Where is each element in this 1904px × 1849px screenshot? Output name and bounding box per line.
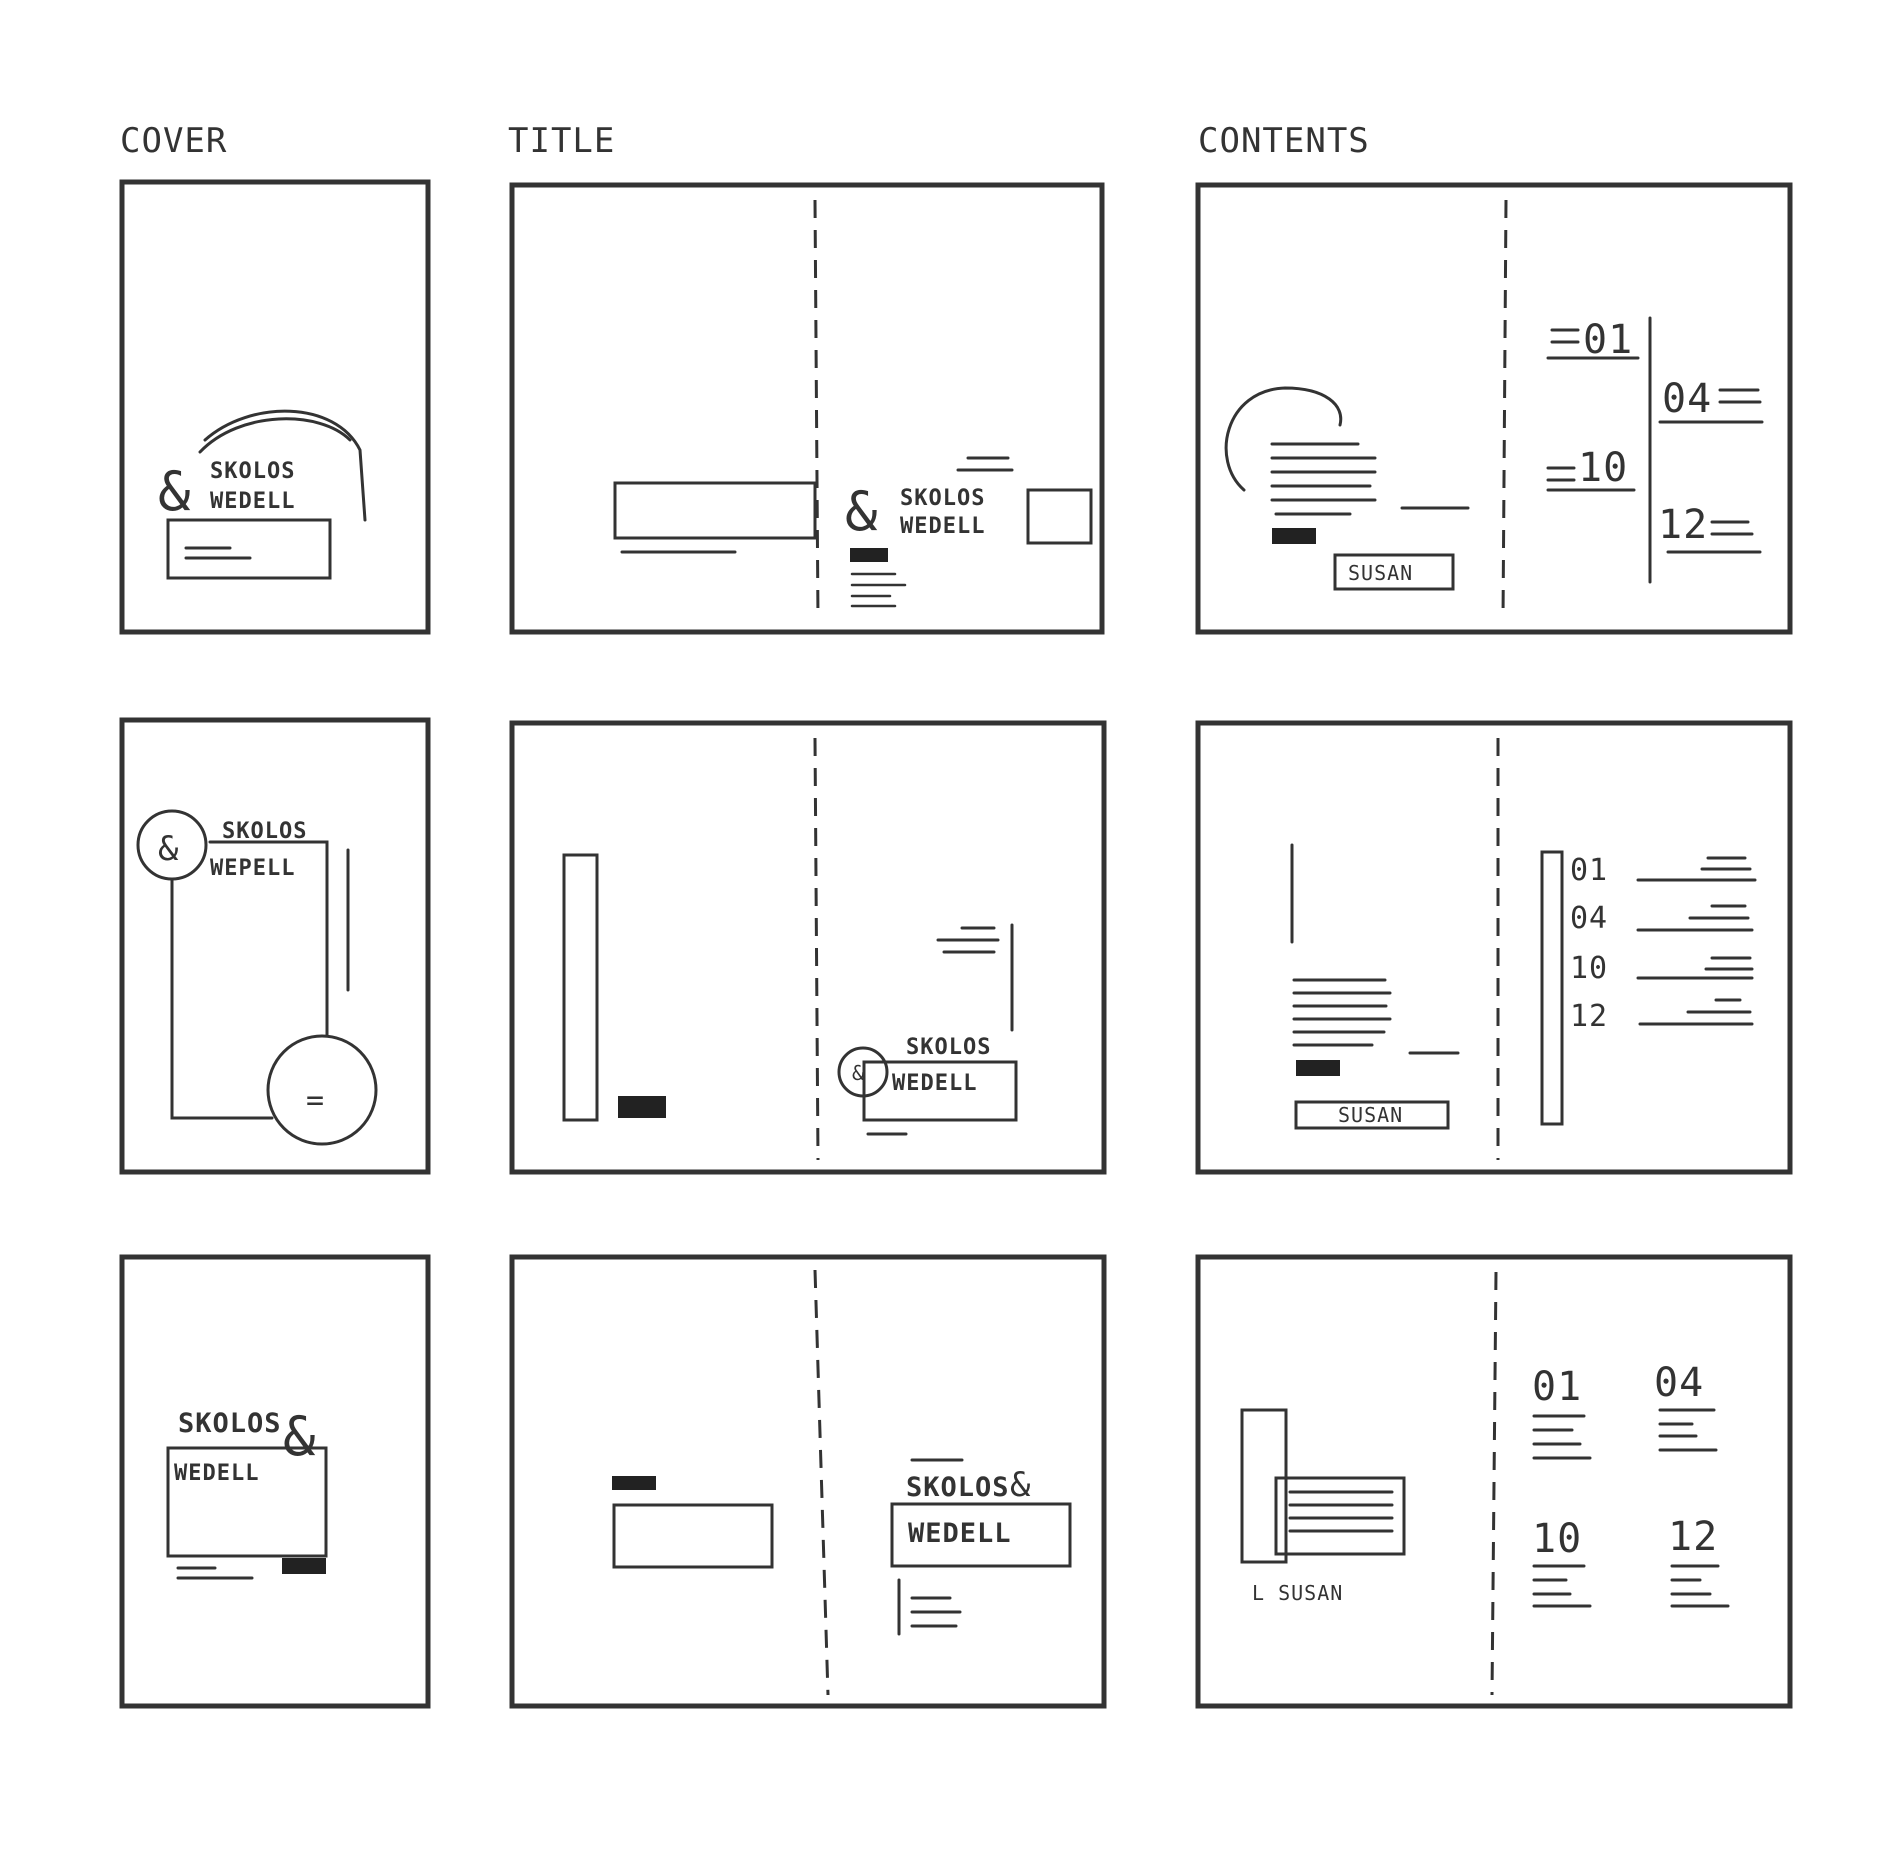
text-box	[890, 1502, 1072, 1568]
ampersand-mark: &	[158, 460, 192, 523]
brand-name-top: SKOLOS	[900, 486, 985, 511]
contents-number: 01	[1583, 317, 1633, 363]
square-box	[1026, 488, 1093, 545]
brand-name-bottom: WEDELL	[892, 1071, 977, 1096]
ampersand-mark: &	[852, 1061, 865, 1085]
brand-name-top: SKOLOS	[906, 1035, 991, 1060]
cover-sketch-3: SKOLOS & WEDELL	[119, 1254, 431, 1709]
contents-spread-sketch-1: SUSAN 01 10 04 12	[1195, 182, 1793, 635]
contents-number: 04	[1662, 376, 1712, 422]
contents-number: 12	[1658, 502, 1708, 548]
brand-name-bottom: WEPELL	[210, 856, 295, 881]
black-block	[618, 1096, 666, 1118]
cover-sketch-1: & SKOLOS WEDELL	[119, 179, 431, 635]
text-box	[166, 1446, 328, 1558]
susan-label: SUSAN	[1338, 1103, 1403, 1127]
brand-name-bottom: WEDELL	[900, 514, 985, 539]
cover-sketch-2: & SKOLOS WEPELL =	[119, 717, 431, 1175]
equals-mark: =	[306, 1083, 325, 1118]
title-spread-sketch-3: SKOLOS & WEDELL	[509, 1254, 1107, 1709]
susan-label: SUSAN	[1348, 561, 1413, 585]
brand-name-bottom: WEDELL	[174, 1461, 259, 1486]
black-block	[850, 548, 888, 562]
contents-spread-sketch-2: SUSAN 01 04 10 12	[1195, 720, 1793, 1175]
ampersand-mark: &	[283, 1405, 317, 1468]
header-contents: CONTENTS	[1198, 121, 1370, 161]
brand-name-top: SKOLOS	[906, 1472, 1010, 1503]
image-box	[613, 481, 817, 540]
black-block	[282, 1558, 326, 1574]
brand-name-top: SKOLOS	[222, 819, 307, 844]
contents-spread-sketch-3: L SUSAN 01 04 10 12	[1195, 1254, 1793, 1709]
image-box	[612, 1503, 774, 1569]
text-box	[166, 518, 332, 580]
tall-image-box	[562, 853, 599, 1122]
brand-name-top: SKOLOS	[210, 459, 295, 484]
contents-number: 10	[1578, 445, 1628, 491]
susan-label: L SUSAN	[1252, 1581, 1343, 1605]
header-title: TITLE	[508, 121, 615, 161]
contents-number: 01	[1532, 1364, 1582, 1410]
contents-number: 04	[1570, 901, 1608, 936]
brand-name-bottom: WEDELL	[210, 489, 295, 514]
contents-number: 12	[1668, 1514, 1718, 1560]
susan-label-box	[1333, 553, 1455, 591]
title-spread-sketch-2: & SKOLOS WEDELL	[509, 720, 1107, 1175]
black-block	[612, 1476, 656, 1490]
black-block	[1272, 528, 1316, 544]
title-spread-sketch-1: & SKOLOS WEDELL	[509, 182, 1105, 635]
contents-number: 04	[1654, 1360, 1704, 1406]
text-box	[862, 1060, 1018, 1122]
ampersand-mark: &	[1010, 1465, 1031, 1505]
tall-image-box	[1240, 1408, 1288, 1564]
black-block	[1296, 1060, 1340, 1076]
header-cover: COVER	[120, 121, 227, 161]
text-box	[1274, 1476, 1406, 1556]
circle-badge	[266, 1034, 378, 1146]
contents-number: 12	[1570, 999, 1608, 1034]
ampersand-mark: &	[845, 480, 879, 543]
contents-number: 10	[1570, 951, 1608, 986]
brand-name-top: SKOLOS	[178, 1408, 282, 1439]
brand-name-bottom: WEDELL	[908, 1518, 1012, 1549]
ampersand-mark: &	[158, 829, 179, 869]
contents-number: 01	[1570, 853, 1608, 888]
susan-label-box	[1294, 1100, 1450, 1130]
contents-number: 10	[1532, 1516, 1582, 1562]
vertical-bar	[1540, 850, 1564, 1126]
